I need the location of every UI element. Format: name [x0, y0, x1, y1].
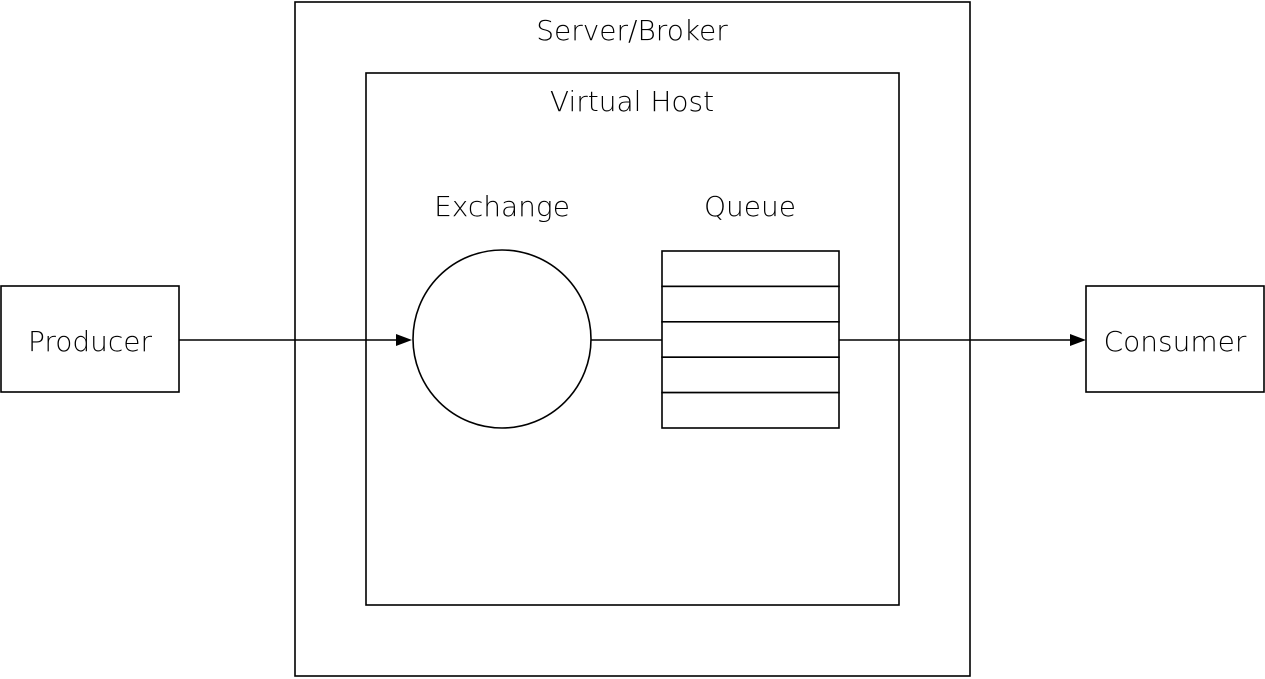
- queue-stack: [661, 250, 840, 429]
- virtual-host-label: Virtual Host: [550, 85, 714, 118]
- server-broker-label: Server/Broker: [536, 14, 728, 47]
- queue-slot: [661, 320, 840, 358]
- exchange-label: Exchange: [434, 190, 570, 223]
- consumer-label: Consumer: [1104, 325, 1247, 358]
- queue-label: Queue: [704, 190, 796, 223]
- queue-to-consumer-arrowhead: [1070, 334, 1086, 346]
- exchange-circle: [412, 249, 592, 429]
- queue-slot: [661, 250, 840, 288]
- queue-slot: [661, 391, 840, 429]
- queue-slot: [661, 285, 840, 323]
- producer-to-exchange-arrowhead: [396, 334, 412, 346]
- producer-label: Producer: [28, 325, 153, 358]
- consumer-box: [1085, 285, 1265, 393]
- producer-box: [0, 285, 180, 393]
- queue-slot: [661, 356, 840, 394]
